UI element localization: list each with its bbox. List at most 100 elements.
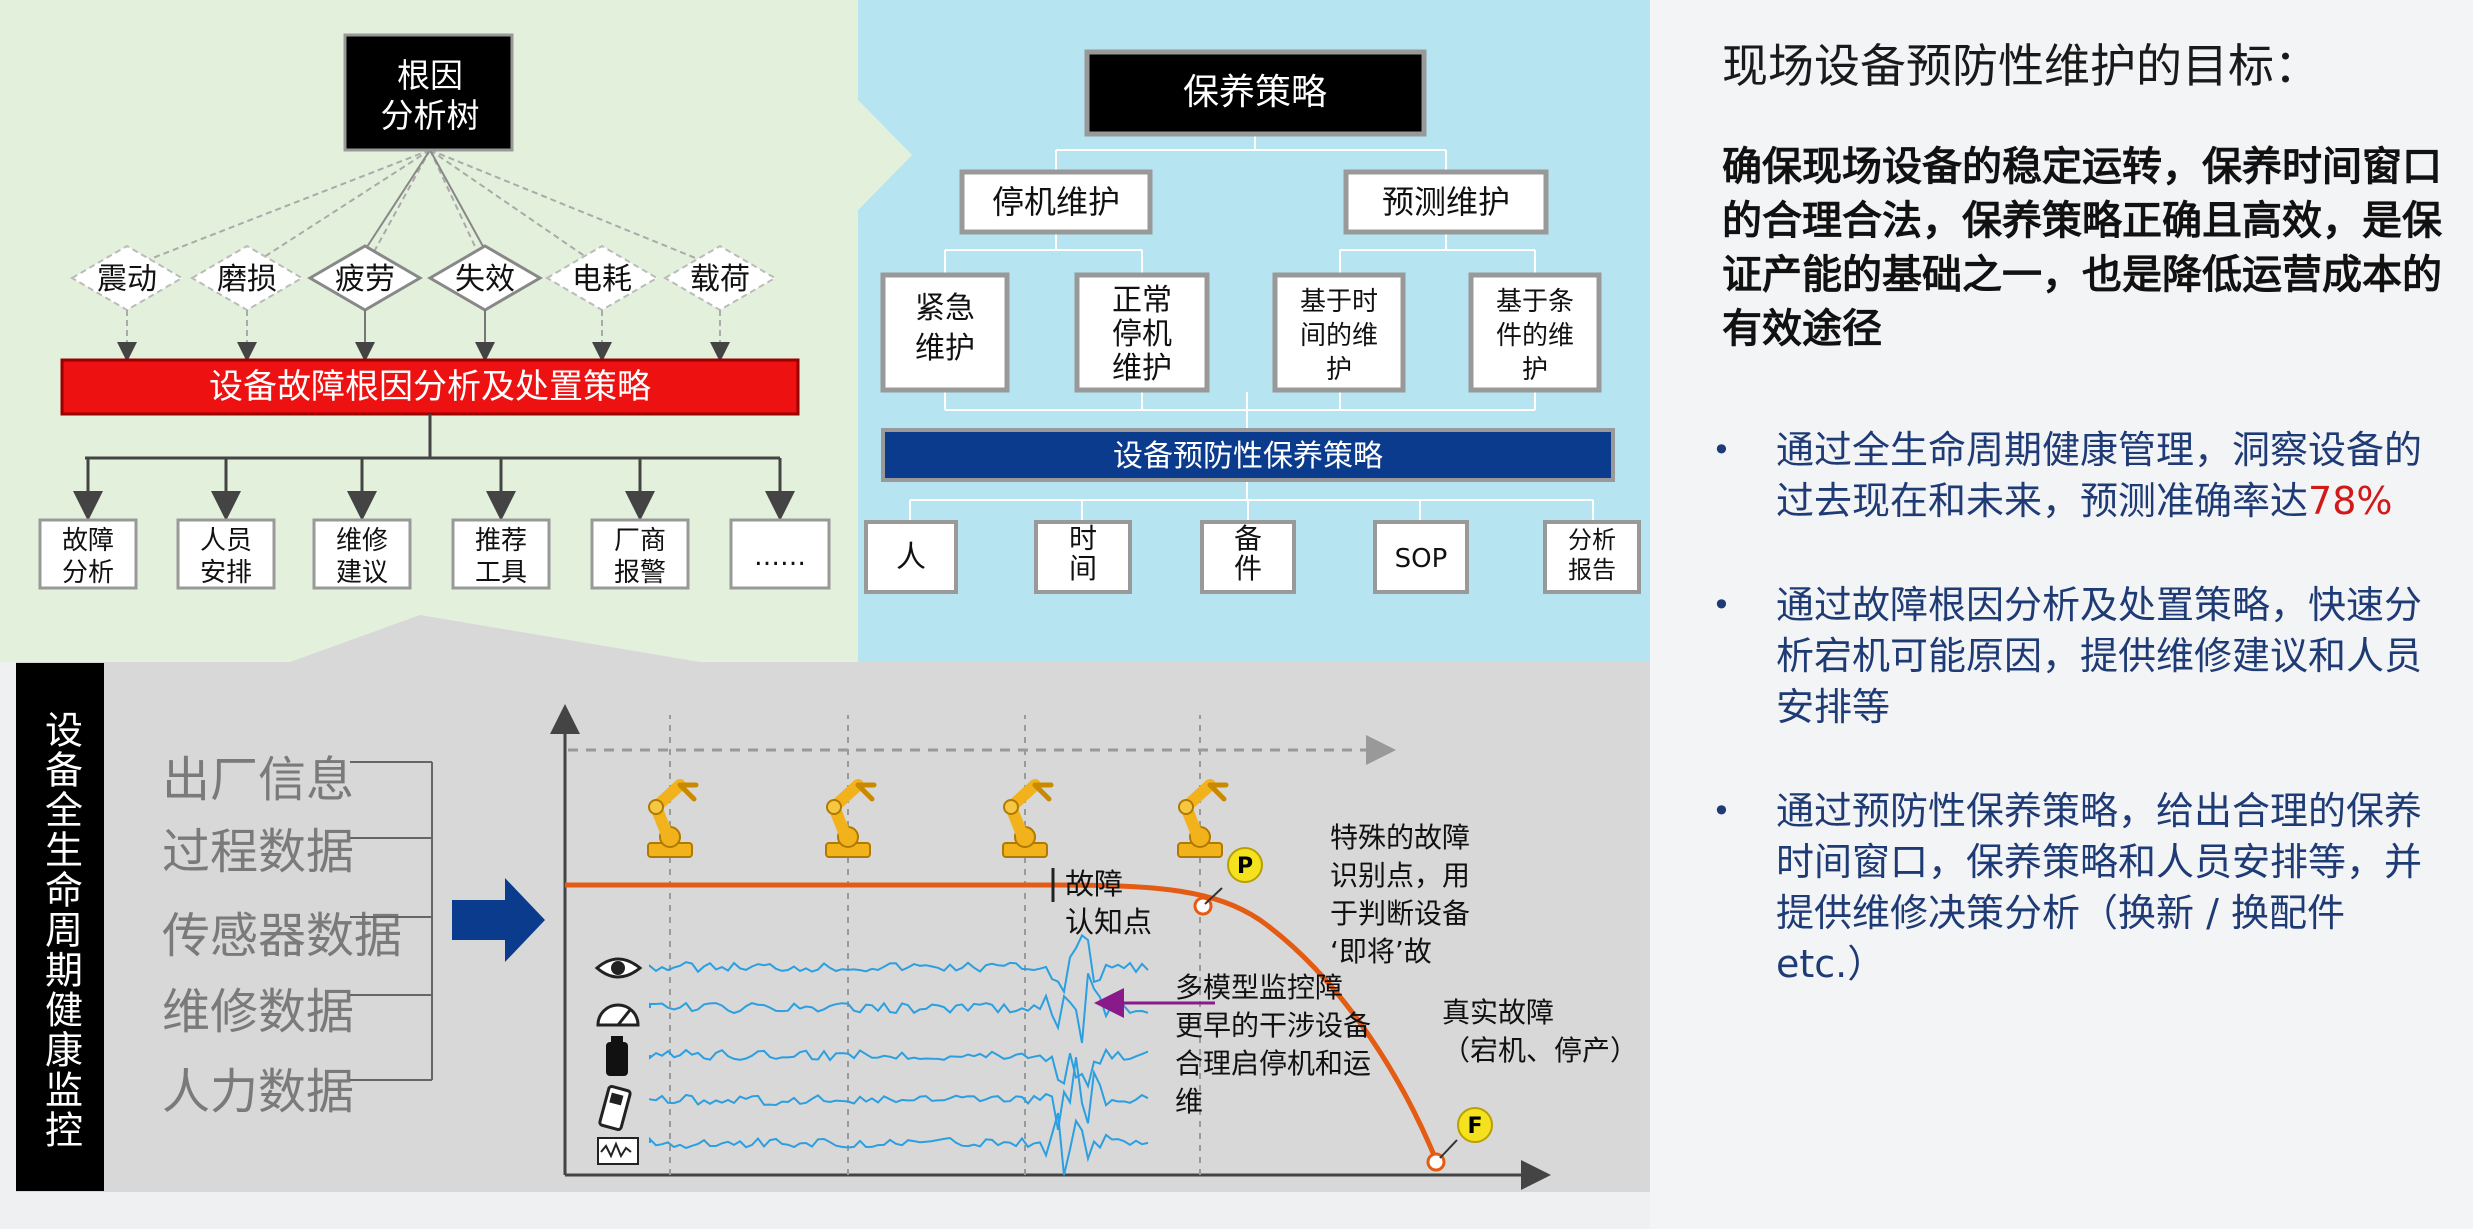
root-cause-node — [343, 33, 514, 152]
factor-label: 失效 — [455, 262, 515, 297]
maint-output-label: SOP — [1395, 544, 1448, 574]
root-cause-output: 推荐工具 — [451, 518, 551, 590]
bullet-dot-icon: • — [1712, 586, 1731, 624]
handheld-device-icon — [598, 1085, 632, 1131]
root-cause-output-label: 人员安排 — [200, 526, 252, 588]
goal-bullet-text: 通过故障根因分析及处置策略，快速分析宕机可能原因，提供维修建议和人员安排等 — [1776, 583, 2423, 729]
root-cause-output: …… — [729, 518, 831, 590]
data-source-item: 维修数据 — [162, 984, 354, 1040]
maint-level1-node: 预测维护 — [1343, 169, 1549, 235]
maint-level1-label: 停机维护 — [992, 183, 1120, 221]
factor-node: 震动 — [70, 244, 184, 362]
root-cause-outputs: 故障分析 人员安排 维修建议 推荐工具 厂商报警 …… — [38, 458, 831, 590]
robot-icons — [647, 779, 1229, 858]
special-point-label: 特殊的故障识别点，用于判断设备‘即将’故 — [1330, 821, 1470, 968]
factor-nodes: 震动磨损 疲劳 失效 电耗 载荷 — [70, 244, 777, 362]
factor-node: 载荷 — [663, 244, 777, 362]
maint-root-label: 保养策略 — [1183, 72, 1327, 113]
factor-label: 磨损 — [217, 262, 277, 297]
root-cause-output-label: 故障分析 — [62, 526, 114, 588]
lifecycle-vertical-title: 设备全生命周期健康监控 — [16, 663, 104, 1191]
maint-level2: 紧急维护 正常停机维护 基于时间的维护 基于条件的维护 — [880, 272, 1602, 393]
maint-level2-label: 正常停机维护 — [1112, 283, 1172, 386]
sensor-signal-line — [649, 933, 1149, 995]
bullet-dot-icon: • — [1712, 431, 1731, 469]
root-cause-output-label: 推荐工具 — [475, 526, 527, 588]
multi-model-label: 多模型监控障更早的干涉设备合理启停机和运维 — [1175, 971, 1371, 1118]
factor-node: 磨损 — [190, 244, 304, 362]
maint-level2-node: 基于时间的维护 — [1272, 272, 1406, 393]
maint-level1-label: 预测维护 — [1382, 183, 1510, 221]
maint-banner — [881, 428, 1615, 482]
fault-cognition-label: 故障认知点 — [1065, 867, 1152, 939]
sensor-signal-line — [649, 972, 1149, 1044]
maint-output-label: 备件 — [1234, 522, 1262, 585]
factor-node: 失效 — [427, 244, 543, 362]
eye-icon — [594, 957, 643, 979]
f-badge-label: F — [1467, 1114, 1482, 1139]
sensor-signal-line — [649, 1112, 1149, 1176]
robot-arm-icon — [1177, 779, 1229, 858]
maint-output: SOP — [1373, 520, 1469, 594]
degradation-curve — [565, 882, 1439, 1161]
maint-output: 备件 — [1200, 520, 1296, 594]
root-cause-output-label: …… — [754, 542, 806, 572]
factor-label: 载荷 — [690, 262, 750, 297]
factor-node: 疲劳 — [307, 244, 423, 362]
flow-arrow-icon — [452, 878, 545, 962]
root-cause-banner-label: 设备故障根因分析及处置策略 — [209, 367, 651, 407]
factor-label: 电耗 — [572, 262, 632, 297]
maint-level2-label: 紧急维护 — [915, 291, 975, 366]
panel-connector — [858, 100, 912, 210]
goals-body: 确保现场设备的稳定运转，保养时间窗口的合理合法，保养策略正确且高效，是保证产能的… — [1722, 144, 2442, 352]
lifecycle-tab — [290, 615, 700, 662]
goal-highlight-value: 78% — [2308, 479, 2393, 523]
goal-bullet: • 通过全生命周期健康管理，洞察设备的过去现在和未来，预测准确率达78% — [1712, 425, 2432, 527]
factor-label: 疲劳 — [335, 262, 395, 297]
data-source-item: 人力数据 — [162, 1064, 354, 1120]
root-cause-output: 维修建议 — [312, 518, 412, 590]
goals-panel — [1700, 0, 2473, 1229]
p-leader — [1204, 887, 1223, 905]
oil-bottle-icon — [606, 1036, 628, 1076]
maint-level2-node: 基于条件的维护 — [1468, 272, 1602, 393]
bullet-dot-icon: • — [1712, 792, 1731, 830]
real-fault-label: 真实故障（宕机、停产） — [1442, 996, 1638, 1067]
data-source-item: 出厂信息 — [162, 752, 354, 808]
goal-bullet-text: 通过预防性保养策略，给出合理的保养时间窗口，保养策略和人员安排等，并提供维修决策… — [1776, 789, 2423, 986]
maint-level2-label: 基于条件的维护 — [1496, 287, 1574, 385]
sensor-signal-line — [649, 1047, 1149, 1089]
maint-banner-label: 设备预防性保养策略 — [1113, 439, 1383, 474]
maint-output-label: 人 — [896, 540, 926, 575]
maint-output-label: 时间 — [1069, 522, 1097, 585]
maint-output: 分析报告 — [1543, 520, 1641, 594]
factor-node: 电耗 — [545, 244, 659, 362]
robot-arm-icon — [825, 779, 877, 858]
goal-bullet-text: 通过全生命周期健康管理，洞察设备的过去现在和未来，预测准确率达 — [1776, 428, 2423, 523]
f-leader — [1439, 1139, 1458, 1159]
banner-connectors — [85, 414, 780, 460]
root-cause-output-label: 维修建议 — [336, 526, 388, 588]
data-source-item: 过程数据 — [162, 824, 354, 880]
root-cause-tree: 根因分析树 震动磨损疲劳失效电耗载荷 设备故障根因分析及处置策略 故障分析人员安… — [38, 33, 831, 590]
gauge-icon — [596, 1003, 640, 1027]
time-markers — [669, 715, 1201, 1175]
f-badge-icon — [1457, 1107, 1493, 1143]
p-badge-label: P — [1237, 854, 1253, 879]
root-connectors — [126, 149, 721, 269]
root-cause-output: 厂商报警 — [590, 518, 690, 590]
maint-level1-node: 停机维护 — [959, 169, 1153, 235]
sensor-signal-line — [649, 1057, 1149, 1130]
maint-output: 时间 — [1034, 520, 1132, 594]
maint-outputs: 人 时间 备件 SOP 分析报告 — [864, 520, 1641, 594]
p-badge-icon — [1227, 847, 1263, 883]
root-cause-banner — [60, 358, 800, 416]
source-bracket — [350, 761, 433, 1081]
maint-level1: 停机维护 预测维护 — [959, 169, 1549, 235]
sensor-icons — [594, 957, 643, 1165]
oscilloscope-icon — [597, 1137, 639, 1165]
root-cause-output: 人员安排 — [176, 518, 276, 590]
